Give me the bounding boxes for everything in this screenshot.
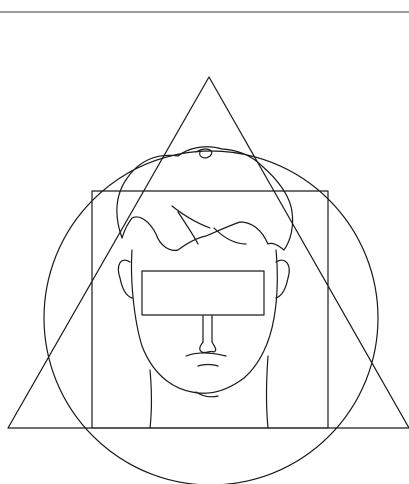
left-ear [118,260,132,298]
nose [200,316,216,353]
eye-bar [142,271,264,315]
mouth [186,353,226,366]
right-ear [276,260,289,298]
hair-outline [117,147,293,251]
head-drawing [117,147,293,428]
triangle [8,77,409,428]
neck [150,356,268,428]
hair-curl [196,149,212,158]
hair-fringe [172,206,246,244]
